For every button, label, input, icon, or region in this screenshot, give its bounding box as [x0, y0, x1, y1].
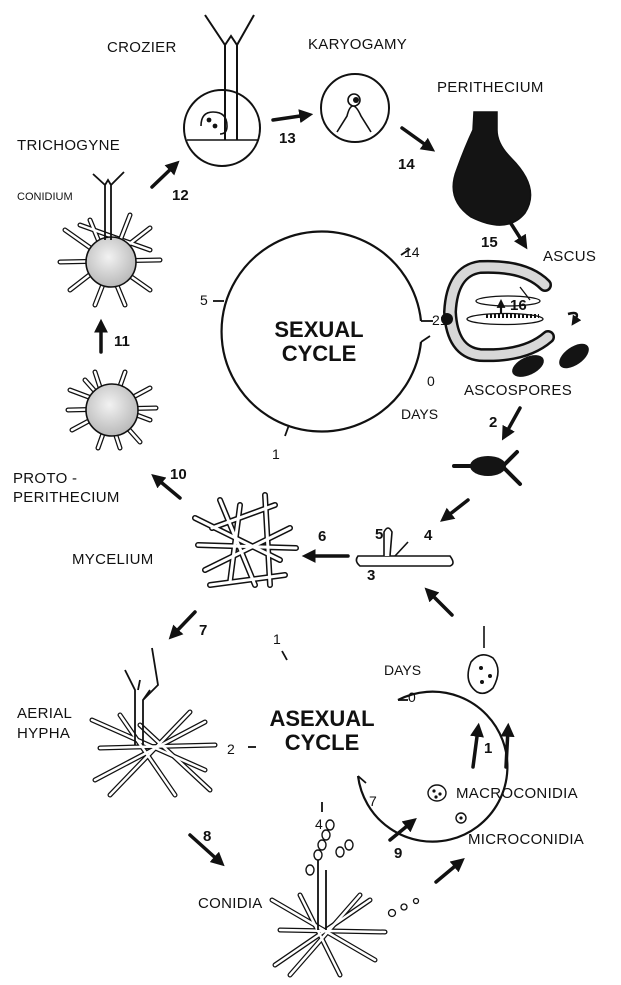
- step-number-4: 4: [424, 528, 432, 544]
- sexual-tick-1: 1: [272, 447, 280, 462]
- microconidium-icon: [456, 813, 466, 823]
- trichogyne-illustration: [60, 172, 160, 305]
- mycelium-illustration: [195, 495, 296, 585]
- arrow-step-13: [273, 115, 307, 120]
- label-perithecium: PERITHECIUM: [437, 80, 544, 96]
- asexual-tick-7: 7: [369, 794, 377, 809]
- step-number-5: 5: [375, 527, 383, 543]
- sexual-tick-5: 5: [200, 293, 208, 308]
- perithecium-illustration: [453, 112, 530, 225]
- asexual-tick-0: 0: [408, 690, 416, 705]
- arrow-step-1a: [473, 729, 478, 767]
- asexual-cycle-title: ASEXUAL CYCLE: [257, 707, 387, 755]
- step-number-13: 13: [279, 131, 296, 147]
- label-aerial-line1: AERIAL: [17, 706, 72, 722]
- label-microconidia: MICROCONIDIA: [468, 832, 584, 848]
- arrow-step-1b: [506, 729, 508, 767]
- sexual-tick-0: 0: [427, 374, 435, 389]
- label-ascus: ASCUS: [543, 249, 596, 265]
- step-number-12: 12: [172, 188, 189, 204]
- label-ascospores: ASCOSPORES: [464, 383, 572, 399]
- asexual-tick-2: 2: [227, 742, 235, 757]
- label-mycelium: MYCELIUM: [72, 552, 154, 568]
- sexual-days-label: DAYS: [401, 407, 438, 422]
- step-number-16: 16: [510, 298, 527, 314]
- label-protoperithecium-line1: PROTO -: [13, 471, 77, 487]
- step-number-10: 10: [170, 467, 187, 483]
- sexual-tick-21: 21: [432, 313, 448, 328]
- asexual-cycle-title-line2: CYCLE: [257, 731, 387, 755]
- step-number-11: 11: [114, 334, 130, 350]
- step-number-1: 1: [484, 741, 492, 757]
- sexual-cycle-title-line2: CYCLE: [264, 342, 374, 366]
- karyogamy-illustration: [321, 74, 389, 142]
- ascus-illustration: [441, 267, 577, 355]
- arrow-to-germ-tube: [445, 500, 468, 518]
- arrow-to-microconidia: [436, 862, 460, 882]
- label-karyogamy: KARYOGAMY: [308, 37, 407, 53]
- arrow-step-2: [505, 408, 520, 435]
- label-crozier: CROZIER: [107, 40, 177, 56]
- label-aerial-line2: HYPHA: [17, 726, 70, 742]
- asexual-cycle-title-line1: ASEXUAL: [257, 707, 387, 731]
- step-number-8: 8: [203, 829, 211, 845]
- step-number-7: 7: [199, 623, 207, 639]
- label-conidia: CONIDIA: [198, 896, 263, 912]
- conidiophore-illustration: [272, 820, 419, 975]
- sexual-cycle-title-line1: SEXUAL: [264, 318, 374, 342]
- arrow-step-7: [173, 612, 195, 635]
- crozier-illustration: [184, 15, 260, 166]
- germinating-conidium-illustration: [468, 626, 498, 693]
- arrow-from-conidia: [429, 592, 452, 615]
- arrow-step-15: [510, 222, 524, 244]
- sexual-cycle-title: SEXUAL CYCLE: [264, 318, 374, 366]
- step-number-15: 15: [481, 235, 498, 251]
- aerial-hypha-illustration: [92, 648, 215, 795]
- macroconidium-icon: [428, 785, 446, 801]
- step-number-2: 2: [489, 415, 497, 431]
- asexual-tick-1: 1: [273, 632, 281, 647]
- arrow-step-14: [402, 128, 430, 148]
- step-number-9: 9: [394, 846, 402, 862]
- step-number-6: 6: [318, 529, 326, 545]
- protoperithecium-illustration: [68, 372, 156, 448]
- asexual-days-label: DAYS: [384, 663, 421, 678]
- label-conidium: CONIDIUM: [17, 192, 73, 204]
- arrow-step-12: [152, 165, 175, 187]
- label-trichogyne: TRICHOGYNE: [17, 138, 120, 154]
- asexual-tick-4: 4: [315, 817, 323, 832]
- step-number-3: 3: [367, 568, 375, 584]
- germinating-ascospore-illustration: [454, 452, 520, 484]
- label-macroconidia: MACROCONIDIA: [456, 786, 578, 802]
- label-protoperithecium-line2: PERITHECIUM: [13, 490, 120, 506]
- step-number-14: 14: [398, 157, 415, 173]
- germ-tube-illustration: [356, 528, 453, 566]
- sexual-tick-14: 14: [404, 245, 420, 260]
